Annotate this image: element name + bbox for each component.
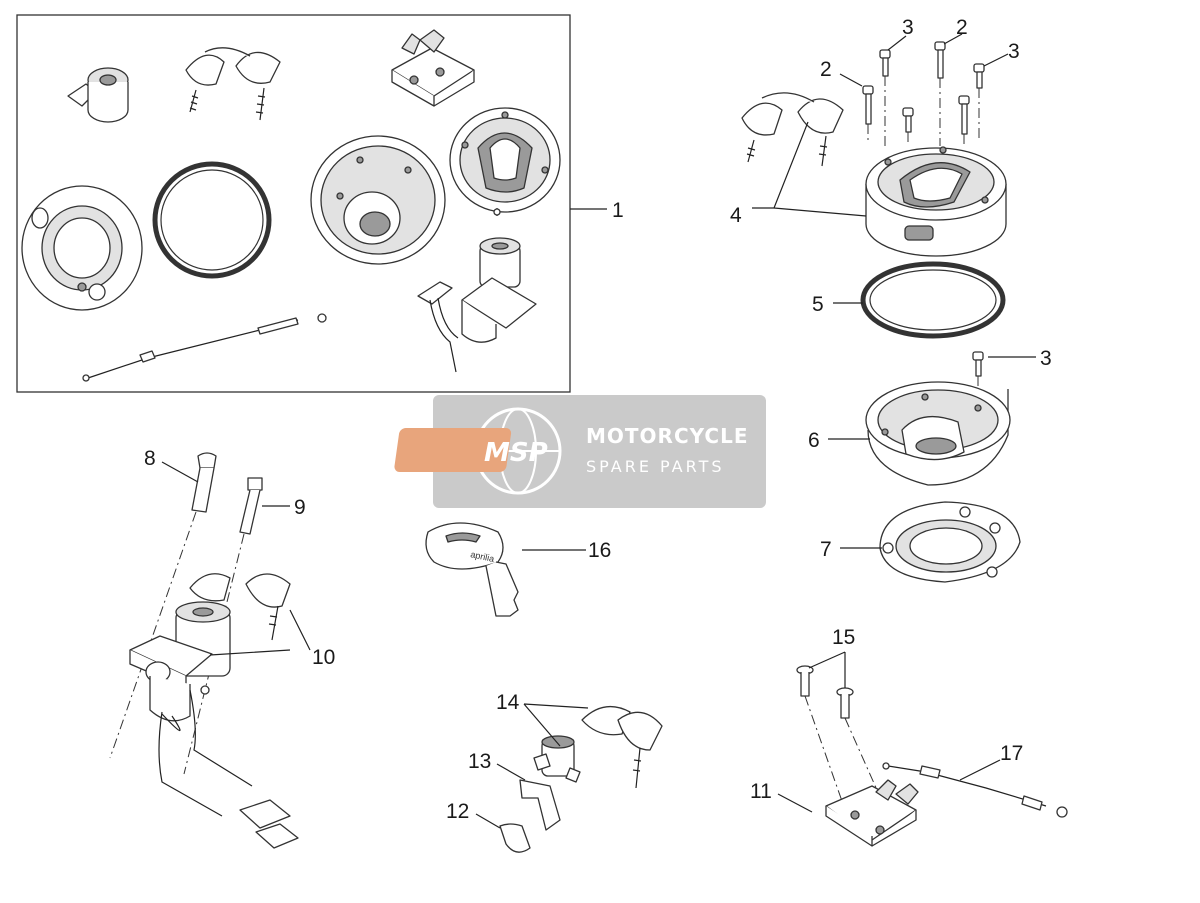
screw-2c (958, 95, 970, 135)
watermark-subtitle: SPARE PARTS (586, 457, 725, 476)
callout-8: 8 (144, 447, 156, 470)
leader-3a (887, 35, 907, 51)
leader-15 (808, 651, 846, 688)
screw-3b (902, 107, 914, 133)
watermark-panel (433, 395, 766, 508)
callouts: 1 2 3 2 3 4 5 3 6 7 8 9 10 11 12 13 14 1… (144, 16, 1052, 823)
callout-2a: 2 (820, 58, 832, 81)
callout-16: 16 (588, 539, 611, 562)
leader-2b (943, 33, 963, 45)
kit-box-frame (16, 14, 571, 393)
kit-seat-latch (391, 29, 475, 107)
screw-3c (973, 63, 985, 89)
kit-cap-housing (310, 135, 446, 265)
kit-base-plate (21, 185, 143, 311)
pin-8 (191, 452, 217, 513)
callout-3c: 3 (1040, 347, 1052, 370)
o-ring-5 (833, 261, 1006, 339)
kit-ignition-switch (417, 237, 537, 373)
base-plate-7 (840, 501, 1021, 583)
housing-6-group (828, 351, 1036, 486)
kit-box-group (16, 14, 607, 393)
watermark-logo-badge (394, 428, 512, 472)
leader-2a (839, 73, 863, 87)
watermark: MSP MOTORCYCLE SPARE PARTS (394, 395, 766, 508)
watermark-logo: MSP (484, 438, 548, 468)
seat-lock-group (475, 703, 663, 853)
leader-17 (959, 759, 1001, 781)
latch-group (777, 651, 1068, 847)
callout-1: 1 (612, 199, 624, 222)
leader-11 (777, 793, 813, 813)
callout-3b: 3 (1008, 40, 1020, 63)
screw-2a (862, 85, 874, 125)
leader-4 (752, 121, 867, 217)
fuel-cap-assembly (741, 33, 1009, 257)
callout-14: 14 (496, 691, 520, 714)
callout-11: 11 (750, 780, 772, 803)
leader-14 (523, 703, 589, 747)
callout-3a: 3 (902, 16, 914, 39)
watermark-title: MOTORCYCLE (586, 424, 748, 448)
screw-9 (239, 477, 263, 535)
cap-keys (741, 92, 844, 167)
callout-6: 6 (808, 429, 820, 452)
callout-12: 12 (446, 800, 469, 823)
leader-10 (209, 609, 311, 656)
key-16: aprilia (425, 522, 586, 617)
callout-9: 9 (294, 496, 306, 519)
screw-2b (934, 41, 946, 79)
leader-12 (475, 813, 501, 829)
screw-3a (879, 49, 891, 77)
cap-body (865, 146, 1007, 257)
callout-13: 13 (468, 750, 491, 773)
callout-4: 4 (730, 204, 742, 227)
leader-8 (161, 461, 199, 483)
callout-7: 7 (820, 538, 832, 561)
screw-15a (796, 665, 814, 697)
leader-13 (496, 763, 526, 781)
kit-release-cable (82, 313, 327, 382)
kit-o-ring (152, 161, 272, 279)
callout-10: 10 (312, 646, 335, 669)
callout-15: 15 (832, 626, 855, 649)
ignition-assembly (109, 452, 311, 849)
callout-2b: 2 (956, 16, 968, 39)
kit-lock-barrel (67, 67, 129, 123)
callout-5: 5 (812, 293, 824, 316)
kit-keys (185, 47, 281, 121)
callout-17: 17 (1000, 742, 1023, 765)
leader-3b (983, 53, 1009, 67)
key-brand-label: aprilia (470, 549, 496, 564)
screw-15b (836, 687, 854, 719)
kit-fuel-cap (449, 107, 561, 216)
